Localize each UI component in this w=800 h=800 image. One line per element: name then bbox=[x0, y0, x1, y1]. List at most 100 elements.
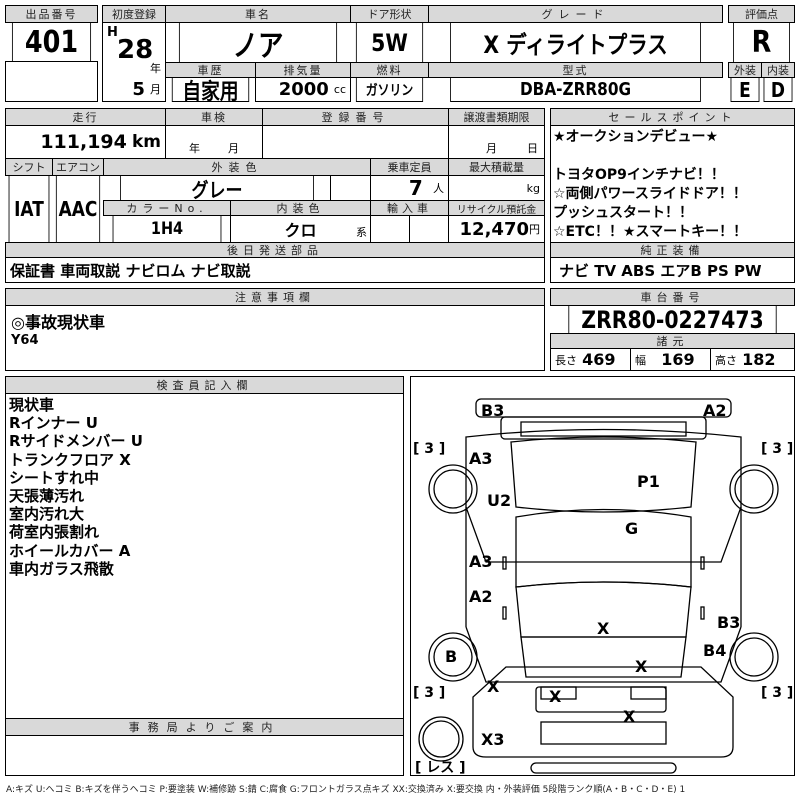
tire-depth: [ 3 ] bbox=[761, 441, 794, 457]
transfer-date: 月日 bbox=[448, 125, 545, 159]
mileage: 111,194 km bbox=[5, 125, 166, 159]
load: kg bbox=[448, 175, 545, 201]
damage-mark: B3 bbox=[481, 401, 505, 420]
spare-tire: [ レス ] bbox=[415, 760, 466, 776]
interior-unit: 系 bbox=[356, 226, 367, 239]
mileage-unit: km bbox=[131, 132, 161, 152]
legend-footer: A:キズ U:ヘコミ B:キズを伴うヘコミ P:要塗装 W:補修跡 S:錆 C:… bbox=[6, 785, 686, 795]
shift: IAT bbox=[8, 175, 50, 243]
len: 469 bbox=[582, 350, 616, 369]
inspector-label: 検査員記入欄 bbox=[5, 376, 404, 394]
damage-mark: B4 bbox=[703, 641, 727, 660]
tire-depth: [ 3 ] bbox=[413, 685, 446, 701]
inspection-label: 車検 bbox=[165, 108, 263, 126]
car-outline-icon bbox=[418, 398, 779, 774]
damage-mark: B3 bbox=[717, 613, 741, 632]
inspector-line: 現状車 bbox=[9, 396, 55, 414]
ext-score: E bbox=[730, 77, 760, 102]
model: DBA-ZRR80G bbox=[450, 77, 701, 102]
damage-mark: B bbox=[445, 647, 458, 666]
disp-unit: cc bbox=[333, 83, 346, 96]
chassis-number: ZRR80-0227473 bbox=[568, 305, 777, 334]
colorno-label: カラーNo. bbox=[103, 200, 231, 216]
inspector-line: ホイールカバー A bbox=[9, 541, 131, 560]
recycle-unit: 円 bbox=[529, 223, 540, 236]
import-label: 輸入車 bbox=[370, 200, 449, 216]
inspector-line: 天張薄汚れ bbox=[9, 487, 85, 506]
import-a bbox=[370, 215, 410, 243]
shift-label: シフト bbox=[5, 158, 53, 176]
mileage-label: 走行 bbox=[5, 108, 166, 126]
grade: X ディライトプラス bbox=[450, 22, 701, 63]
sales-line: ☆ETC！！★スマートキー！！ bbox=[553, 224, 748, 240]
damage-mark: A2 bbox=[469, 587, 493, 606]
door-label: ドア形状 bbox=[350, 5, 429, 23]
damage-mark: A3 bbox=[469, 552, 493, 571]
office-label: 事務局よりご案内 bbox=[5, 718, 404, 736]
lot-blank bbox=[5, 61, 98, 102]
interior: クロ 系 bbox=[230, 215, 371, 243]
hgt-label: 高さ bbox=[715, 353, 737, 367]
transfer-label: 譲渡書類期限 bbox=[448, 108, 545, 126]
tr-day: 日 bbox=[527, 142, 538, 155]
history-label: 車歴 bbox=[165, 62, 256, 78]
len-label: 長さ bbox=[555, 353, 577, 367]
damage-mark: X bbox=[487, 677, 500, 696]
damage-mark: U2 bbox=[487, 491, 512, 510]
sales-line: プッシュスタート！！ bbox=[553, 205, 693, 221]
int-score: D bbox=[763, 77, 793, 102]
color-extra bbox=[330, 175, 371, 201]
office-box bbox=[5, 735, 404, 776]
wid: 169 bbox=[661, 350, 695, 369]
ac-label: エアコン bbox=[52, 158, 104, 176]
notes: ◎事故現状車 Y64 bbox=[5, 305, 545, 371]
name-label: 車名 bbox=[165, 5, 351, 23]
inspector-line: Rサイドメンバー U bbox=[9, 432, 143, 451]
width: 幅 169 bbox=[630, 348, 711, 371]
parts: 保証書 車両取説 ナビロム ナビ取説 bbox=[5, 257, 545, 283]
era: H bbox=[107, 25, 118, 40]
length: 長さ 469 bbox=[550, 348, 631, 371]
seats-label: 乗車定員 bbox=[370, 158, 449, 176]
model-label: 型式 bbox=[428, 62, 723, 78]
hgt: 182 bbox=[742, 350, 776, 369]
damage-mark: X bbox=[549, 687, 562, 706]
sales-label: セールスポイント bbox=[550, 108, 795, 126]
equipment: ナビ TV ABS エアB PS PW bbox=[550, 257, 795, 283]
fuel: ガソリン bbox=[355, 77, 424, 102]
damage-mark: X3 bbox=[481, 730, 505, 749]
first-reg-month: 5 月 bbox=[102, 77, 166, 102]
disp-label: 排気量 bbox=[255, 62, 351, 78]
damage-mark: P1 bbox=[637, 472, 660, 491]
car-name: ノア bbox=[178, 22, 338, 63]
disp-value: 2000 bbox=[278, 79, 329, 100]
year-unit: 年 bbox=[150, 62, 161, 75]
tr-month: 月 bbox=[486, 142, 497, 155]
month-unit: 月 bbox=[150, 83, 161, 96]
damage-mark: A2 bbox=[703, 401, 727, 420]
int-label: 内装 bbox=[761, 62, 795, 78]
inspector-line: シートすれ中 bbox=[9, 468, 100, 487]
note-line: ◎事故現状車 bbox=[11, 313, 105, 332]
sales-line: トヨタOP9インチナビ！！ bbox=[553, 167, 725, 183]
wid-label: 幅 bbox=[635, 353, 646, 367]
inspector-line: 室内汚れ大 bbox=[9, 505, 85, 524]
interior-value: クロ bbox=[284, 221, 317, 240]
history: 自家用 bbox=[171, 77, 250, 102]
inspector-line: 荷室内張割れ bbox=[9, 523, 100, 542]
lot-number: 401 bbox=[11, 22, 92, 62]
colorno: 1H4 bbox=[112, 215, 222, 243]
spec-label: 諸元 bbox=[550, 333, 795, 349]
height: 高さ 182 bbox=[710, 348, 795, 371]
tire-depth: [ 3 ] bbox=[413, 441, 446, 457]
equipment-label: 純正装備 bbox=[550, 242, 795, 258]
seats: 7 人 bbox=[370, 175, 449, 201]
score: R bbox=[733, 22, 790, 63]
ext-label: 外装 bbox=[728, 62, 762, 78]
inspector-line: 車内ガラス飛散 bbox=[9, 559, 114, 578]
inspector-line: トランクフロア X bbox=[9, 450, 131, 469]
color: グレー bbox=[120, 175, 314, 201]
first-reg-year: H 28 年 bbox=[102, 22, 166, 78]
year: 28 bbox=[117, 35, 154, 65]
